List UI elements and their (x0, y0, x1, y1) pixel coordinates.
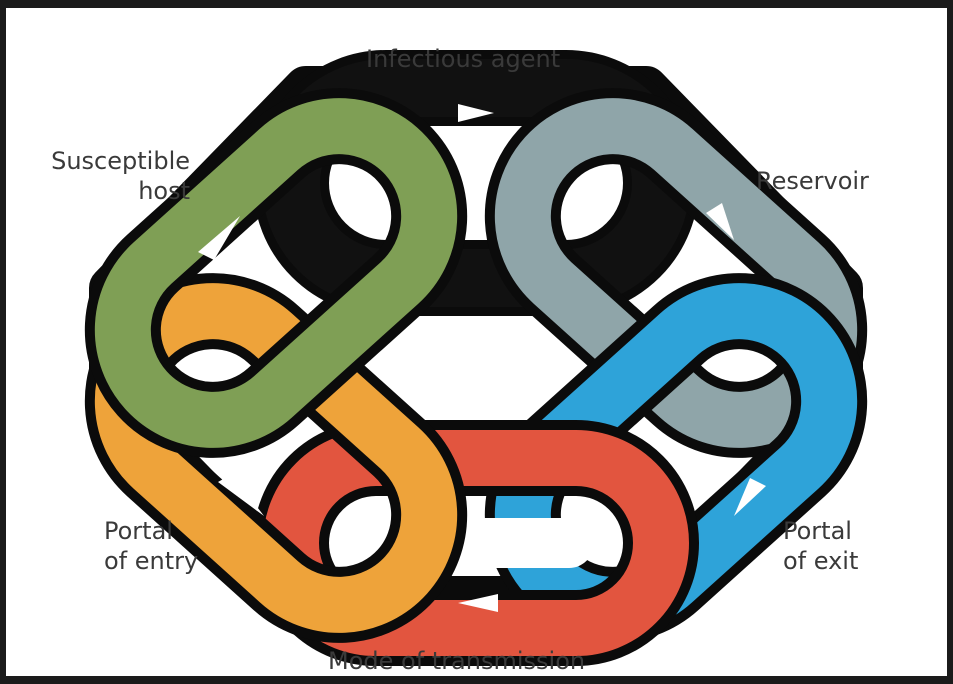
label-infectious-agent: Infectious agent (366, 44, 560, 74)
label-text-line-2: of exit (783, 546, 858, 576)
diagram-panel: Infectious agent Reservoir Portal of exi… (6, 8, 947, 676)
label-susceptible-host: Susceptible host (20, 146, 190, 206)
label-reservoir: Reservoir (756, 166, 869, 196)
label-text-line-1: Portal (783, 516, 858, 546)
label-text: Infectious agent (366, 44, 560, 74)
label-mode-of-transmission: Mode of transmission (328, 646, 585, 676)
label-portal-of-entry: Portal of entry (104, 516, 198, 576)
link-body (86, 89, 467, 457)
label-text: Reservoir (756, 166, 869, 196)
label-text-line-1: Susceptible (20, 146, 190, 176)
label-text-line-2: host (20, 176, 190, 206)
label-text-line-1: Portal (104, 516, 198, 546)
label-portal-of-exit: Portal of exit (783, 516, 858, 576)
label-text: Mode of transmission (328, 646, 585, 676)
label-text-line-2: of entry (104, 546, 198, 576)
susceptible-host-link (86, 89, 467, 457)
